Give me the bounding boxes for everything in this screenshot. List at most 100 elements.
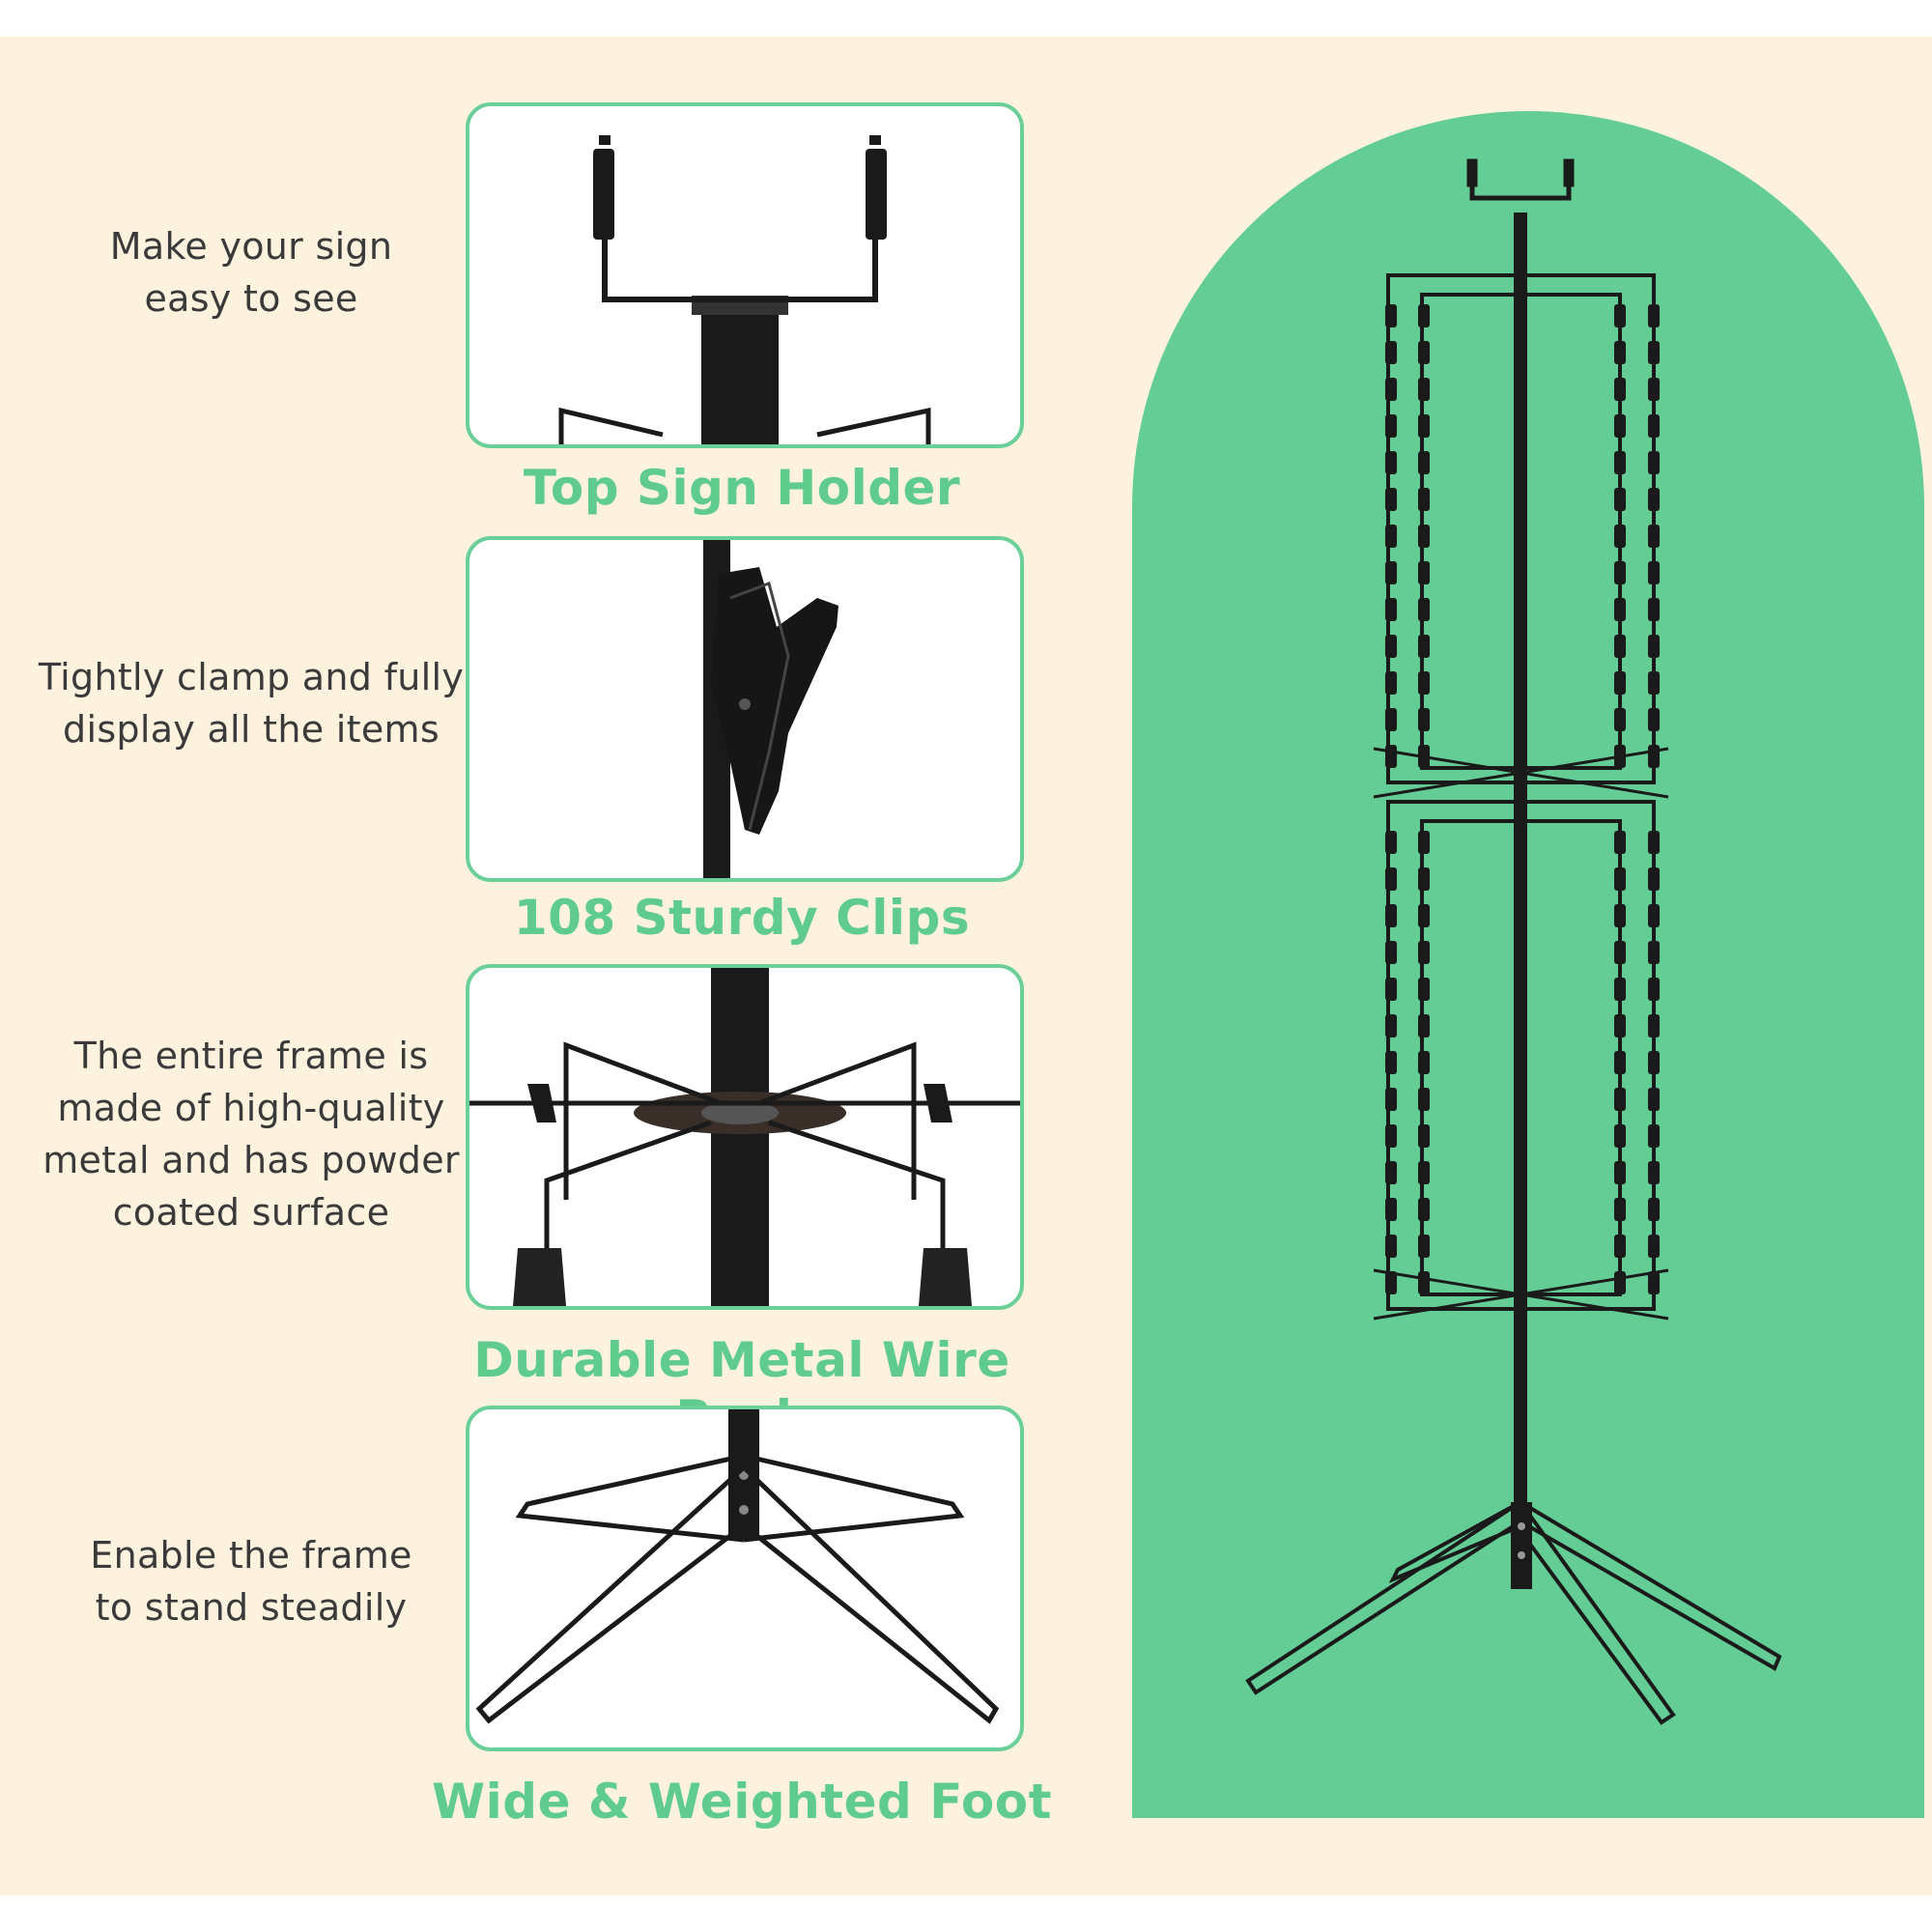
rack-clip xyxy=(1614,1161,1626,1184)
rack-clip xyxy=(1648,745,1660,768)
rack-clip xyxy=(1614,561,1626,584)
rack-clip xyxy=(1648,304,1660,327)
rack-clip xyxy=(1418,635,1430,658)
rack-clip xyxy=(1418,1161,1430,1184)
rack-clip xyxy=(1648,941,1660,964)
rack-clip xyxy=(1614,671,1626,695)
rack-clip xyxy=(1648,1014,1660,1037)
rack-clip xyxy=(1648,451,1660,474)
rack-clip xyxy=(1385,708,1397,731)
rack-clip xyxy=(1614,635,1626,658)
rack-clip xyxy=(1648,867,1660,891)
rack-clip xyxy=(1648,1161,1660,1184)
feature-1-caption: Top Sign Holder xyxy=(523,460,961,516)
feature-4-card xyxy=(466,1406,1024,1751)
rack-clip xyxy=(1614,904,1626,927)
rack-clip xyxy=(1614,525,1626,548)
rack-clip xyxy=(1648,671,1660,695)
rack-clip xyxy=(1385,598,1397,621)
rack-clip xyxy=(1614,378,1626,401)
rack-clip xyxy=(1648,978,1660,1001)
rack-clip xyxy=(1385,1161,1397,1184)
rack-clip xyxy=(1418,414,1430,438)
rack-clip xyxy=(1385,831,1397,854)
rack-clip xyxy=(1418,904,1430,927)
rack-clip xyxy=(1418,378,1430,401)
spinner-rack-icon xyxy=(1245,158,1782,1725)
feature-2-description: Tightly clamp and fully display all the … xyxy=(34,651,469,755)
rack-clip xyxy=(1648,904,1660,927)
rack-clip xyxy=(1614,1235,1626,1258)
rack-clip xyxy=(1648,831,1660,854)
feature-4-line-1: Enable the frame xyxy=(90,1534,412,1577)
rack-clip xyxy=(1418,867,1430,891)
rack-clip xyxy=(1614,1124,1626,1148)
rack-clip xyxy=(1418,745,1430,768)
rack-clip xyxy=(1648,378,1660,401)
rack-clip xyxy=(1385,1198,1397,1221)
rack-clip xyxy=(1614,941,1626,964)
feature-4-caption: Wide & Weighted Foot xyxy=(432,1774,1052,1830)
feature-1-line-2: easy to see xyxy=(144,277,358,320)
rack-clip xyxy=(1418,1271,1430,1294)
feature-3-line-1: The entire frame is xyxy=(73,1035,429,1077)
rack-clip xyxy=(1385,635,1397,658)
rack-clip xyxy=(1648,561,1660,584)
rack-clip xyxy=(1614,867,1626,891)
rack-clip xyxy=(1648,1051,1660,1074)
feature-1-card xyxy=(466,102,1024,448)
foot-base-icon xyxy=(475,1409,1000,1724)
clip-icon xyxy=(703,540,838,878)
rack-clip xyxy=(1648,708,1660,731)
rack-clip xyxy=(1418,831,1430,854)
rack-clip xyxy=(1385,745,1397,768)
rack-clip xyxy=(1418,598,1430,621)
rack-clip xyxy=(1385,1014,1397,1037)
feature-1-description: Make your sign easy to see xyxy=(34,220,469,325)
rack-clip xyxy=(1385,1271,1397,1294)
rack-clip xyxy=(1648,1088,1660,1111)
rack-clip xyxy=(1614,1014,1626,1037)
feature-4-line-2: to stand steadily xyxy=(95,1586,408,1629)
rack-clip xyxy=(1385,451,1397,474)
rack-clip xyxy=(1385,341,1397,364)
rack-clip xyxy=(1385,1051,1397,1074)
rack-clip xyxy=(1648,1198,1660,1221)
rack-clip xyxy=(1418,708,1430,731)
feature-2-line-2: display all the items xyxy=(63,708,440,751)
rack-clip xyxy=(1648,598,1660,621)
feature-3-line-2: made of high-quality xyxy=(57,1087,445,1129)
rack-clip xyxy=(1418,1014,1430,1037)
rack-clip xyxy=(1385,378,1397,401)
feature-3-caption: Durable Metal Wire Rack xyxy=(473,1332,1010,1446)
rack-clip xyxy=(1418,1235,1430,1258)
rack-clip xyxy=(1418,941,1430,964)
rack-clip xyxy=(1648,341,1660,364)
rack-clip xyxy=(1385,1235,1397,1258)
rack-clip xyxy=(1418,304,1430,327)
feature-2-caption: 108 Sturdy Clips xyxy=(513,890,971,946)
rack-clip xyxy=(1648,414,1660,438)
rack-clip xyxy=(1614,488,1626,511)
rack-clip xyxy=(1614,1088,1626,1111)
rack-clip xyxy=(1385,561,1397,584)
feature-3-line-4: coated surface xyxy=(112,1191,390,1234)
rack-clip xyxy=(1614,1198,1626,1221)
rack-clip xyxy=(1614,978,1626,1001)
rack-clip xyxy=(1418,561,1430,584)
rack-clip xyxy=(1614,451,1626,474)
feature-3-card xyxy=(466,964,1024,1310)
rack-clip xyxy=(1385,941,1397,964)
rack-clip xyxy=(1614,745,1626,768)
rack-clip xyxy=(1418,1051,1430,1074)
rack-clip xyxy=(1385,978,1397,1001)
rack-clip xyxy=(1385,304,1397,327)
rack-clip xyxy=(1385,671,1397,695)
rack-clip xyxy=(1614,341,1626,364)
rack-clip xyxy=(1418,488,1430,511)
rack-clip xyxy=(1614,1271,1626,1294)
rack-clip xyxy=(1614,414,1626,438)
rack-clip xyxy=(1385,414,1397,438)
rack-clip xyxy=(1648,1235,1660,1258)
rack-clip xyxy=(1648,1124,1660,1148)
